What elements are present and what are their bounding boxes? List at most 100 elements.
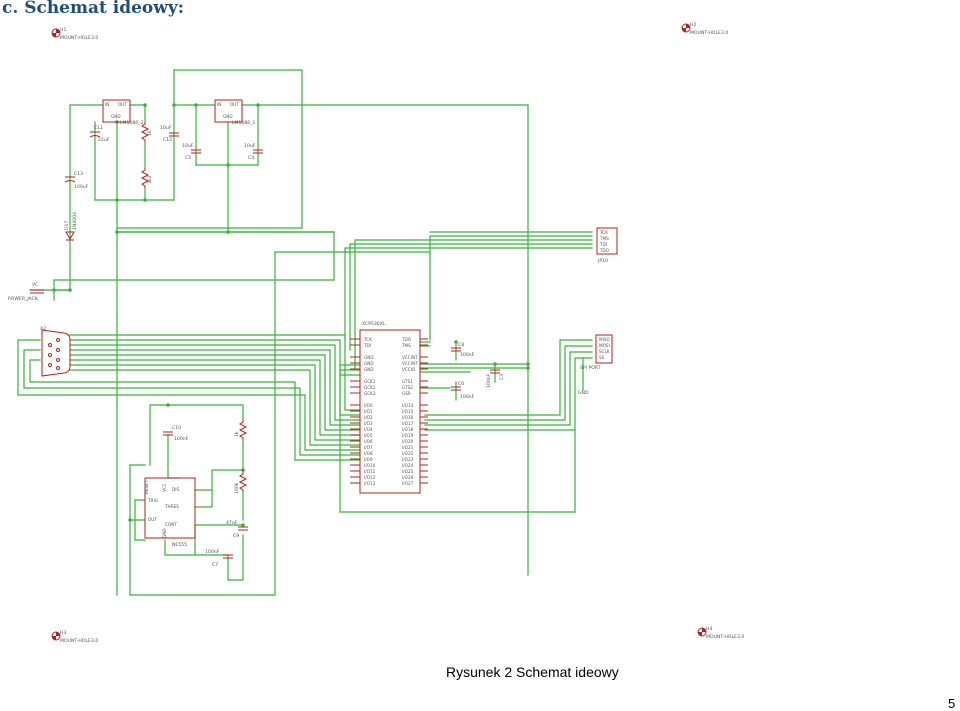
part-name: C4 bbox=[248, 155, 254, 161]
pin-label: THRES bbox=[164, 504, 179, 509]
cpld-pin-label: TDI bbox=[363, 343, 371, 348]
pin-label: TDO bbox=[599, 248, 610, 253]
cpld-pin-label: I/O14 bbox=[402, 403, 414, 408]
pin-label: OUT bbox=[230, 102, 239, 107]
capacitor-c11: C11 22uF bbox=[89, 125, 110, 143]
part-name: D17 bbox=[64, 221, 70, 230]
part-name: X2 bbox=[40, 326, 46, 332]
part-value: 100k bbox=[234, 482, 240, 494]
part-name: SPI PORT bbox=[580, 365, 601, 371]
pin-label: GND bbox=[223, 114, 233, 119]
cpld-pin-label: VCCINT bbox=[402, 355, 418, 360]
pin-label: TCK bbox=[599, 230, 608, 235]
part-value: 100nF bbox=[460, 394, 475, 400]
pin-label: MISO bbox=[599, 337, 611, 342]
capacitor-c3: 100nF C3 bbox=[486, 369, 505, 388]
jack-pin: VC bbox=[32, 282, 38, 288]
part-name: POWER_JACK bbox=[8, 296, 39, 302]
pin-label: TMS bbox=[599, 236, 609, 241]
cpld-pin-label: I/O13 bbox=[364, 481, 376, 486]
hole-name: H2 bbox=[690, 22, 696, 28]
cpld-pin-label: I/O10 bbox=[364, 463, 376, 468]
part-value: 10uF bbox=[244, 143, 256, 149]
part-value: 1k bbox=[234, 431, 240, 437]
resistor-1k: 1k bbox=[140, 122, 153, 142]
mount-hole-h2: H2 MOUNT-HOLE3.0 bbox=[681, 22, 728, 36]
capacitor-c9: 47nF C9 bbox=[226, 520, 248, 539]
cpld-pin-label: GCK2 bbox=[364, 385, 376, 390]
part-name: C8 bbox=[458, 342, 464, 348]
pin-label: RESET bbox=[144, 480, 149, 494]
cpld-pin-label: I/O24 bbox=[402, 463, 414, 468]
section-heading: c. Schemat ideowy: bbox=[2, 0, 185, 18]
cpld-pin-label: TDO bbox=[401, 337, 412, 342]
cpld-pin-label: I/O12 bbox=[364, 475, 376, 480]
pin-label: GND bbox=[111, 114, 121, 119]
cpld-pin-label: I/O20 bbox=[402, 439, 414, 444]
jtag-header-jp10: TCK TMS TDI TDO JP10 bbox=[596, 227, 618, 264]
mount-hole-h4: H4 MOUNT-HOLE3.0 bbox=[697, 626, 744, 640]
part-name: C13 bbox=[74, 171, 83, 177]
diode-d17: D17 1N4004 bbox=[64, 212, 78, 241]
cpld-pin-label: I/O17 bbox=[402, 421, 414, 426]
part-value: 1k bbox=[147, 130, 153, 136]
cpld-pin-label: GND bbox=[364, 361, 374, 366]
cpld-pin-label: I/O21 bbox=[402, 445, 414, 450]
cpld-pin-label: VCCINT bbox=[402, 361, 418, 366]
cpld-pin-label: I/O18 bbox=[402, 427, 414, 432]
cpld-pin-label: TCK bbox=[363, 337, 372, 342]
cpld-pin-label: GND bbox=[364, 355, 374, 360]
pin-label: DIS bbox=[172, 487, 179, 492]
cpld-pin-label: GND bbox=[364, 367, 374, 372]
cpld-pin-label: I/O23 bbox=[402, 457, 414, 462]
cpld-pin-label: GSR bbox=[402, 391, 411, 396]
pin-label: MOSI bbox=[599, 343, 610, 348]
part-value: 3k3 bbox=[147, 175, 153, 184]
cpld-pin-label: I/O26 bbox=[402, 475, 414, 480]
capacitor-c5: 10uF C5 bbox=[182, 143, 201, 161]
part-value: 47nF bbox=[226, 520, 238, 526]
cpld-pin-label: I/O4 bbox=[364, 427, 373, 432]
capacitor-c6: C6 100nF bbox=[451, 381, 475, 400]
hole-name: H3 bbox=[60, 630, 66, 636]
cpld-pin-label: GTS2 bbox=[402, 385, 413, 390]
figure-caption: Rysunek 2 Schemat ideowy bbox=[446, 664, 619, 680]
pin-label: IN bbox=[217, 102, 221, 107]
part-name: C10 bbox=[172, 425, 181, 431]
part-value: 22uF bbox=[98, 137, 110, 143]
part-value: 100nF bbox=[460, 352, 475, 358]
part-name: C5 bbox=[185, 155, 191, 161]
part-name: XC9536XL bbox=[362, 321, 386, 327]
part-name: LM1086_2 bbox=[120, 120, 144, 126]
capacitor-c7: 100nF C7 bbox=[205, 549, 233, 568]
cpld-right-pins: TDOTMSVCCINTVCCINTVCCIOGTS1GTS2GSRI/O14I… bbox=[401, 337, 428, 486]
cpld-pin-label: I/O3 bbox=[364, 421, 373, 426]
db9-connector-x2: X2 bbox=[40, 326, 71, 377]
cpld-pin-label: I/O27 bbox=[402, 481, 414, 486]
regulator-lm1086-1: IN OUT GND LM1086_1 bbox=[214, 99, 256, 126]
pin-label: VCC bbox=[162, 483, 167, 492]
resistor-3k3: 3k3 bbox=[140, 168, 153, 188]
gnd-label: GND bbox=[578, 390, 589, 396]
part-value: 100nF bbox=[205, 549, 220, 555]
part-name: LM1086_1 bbox=[232, 120, 256, 126]
cpld-pin-label: I/O15 bbox=[402, 409, 414, 414]
capacitor-c13: C13 100uF bbox=[64, 171, 89, 190]
part-value: 1N4004 bbox=[72, 212, 78, 230]
resistor-1k-timer: 1k bbox=[234, 420, 248, 440]
pin-label: SCLK bbox=[599, 349, 610, 354]
part-name: JP10 bbox=[597, 258, 608, 264]
part-name: C11 bbox=[94, 125, 103, 131]
part-name: C9 bbox=[233, 533, 239, 539]
part-name: C6 bbox=[458, 381, 464, 387]
cpld-pin-label: I/O25 bbox=[402, 469, 414, 474]
cpld-pin-label: I/O0 bbox=[364, 403, 373, 408]
cpld-pin-label: I/O1 bbox=[364, 409, 373, 414]
hole-value: MOUNT-HOLE3.0 bbox=[706, 634, 744, 640]
pin-label: TDI bbox=[599, 242, 607, 247]
part-value: 100nF bbox=[174, 436, 189, 442]
pin-label: CONT bbox=[165, 522, 177, 527]
part-value: 100uF bbox=[74, 184, 89, 190]
cpld-pin-label: GCK1 bbox=[364, 379, 376, 384]
